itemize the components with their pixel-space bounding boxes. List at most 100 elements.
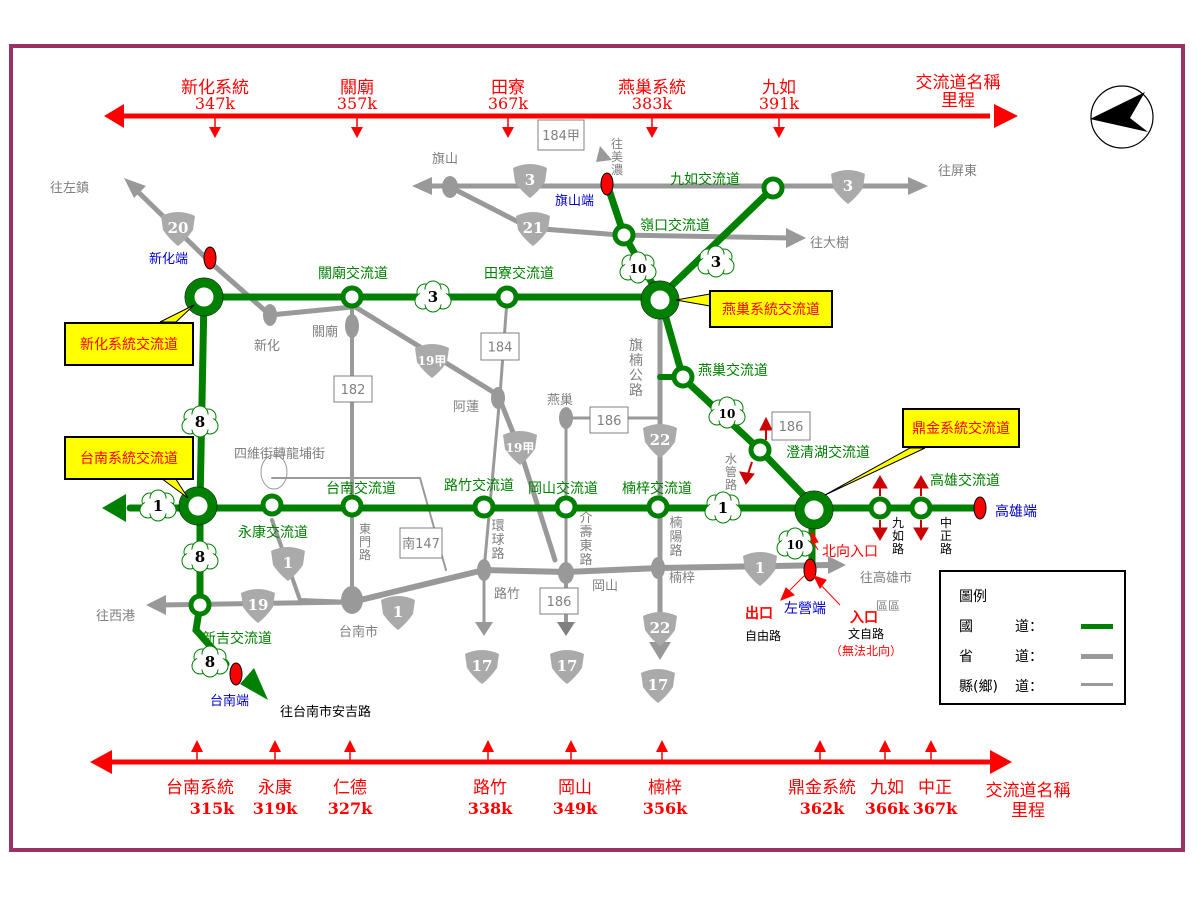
label-gangshan: 岡山 xyxy=(592,579,618,594)
svg-text:介: 介 xyxy=(579,511,592,526)
interchange-jiuru[interactable] xyxy=(868,496,892,520)
stop-name: 新化系統 xyxy=(181,78,249,98)
freeway-shield-icon: 1 xyxy=(139,489,177,522)
stop-name: 田寮 xyxy=(491,78,525,98)
arrow-up-icon xyxy=(482,740,494,752)
freeway-number: 10 xyxy=(787,538,804,552)
interchange-dingjin-system[interactable] xyxy=(795,491,833,529)
interchange-jiuru_3[interactable] xyxy=(761,176,785,200)
ramp-up-icon xyxy=(913,475,929,489)
legend-label: 省 xyxy=(959,649,973,665)
interchange-tianliao[interactable] xyxy=(495,285,519,309)
terminal-marker-qishan[interactable] xyxy=(600,172,614,196)
ramp-down-icon xyxy=(913,527,929,541)
freeway-number: 1 xyxy=(718,499,728,517)
freeway-shield-icon: 3 xyxy=(414,280,452,313)
interchange-tainan-system[interactable] xyxy=(179,487,217,525)
interchange-xinhua-system[interactable] xyxy=(185,278,223,316)
interchange-guanmiao[interactable] xyxy=(340,285,364,309)
svg-text:路: 路 xyxy=(491,546,504,562)
arrow-icon xyxy=(557,622,575,636)
siwei-junction-icon xyxy=(260,454,288,490)
interchange-yanchao-system[interactable] xyxy=(641,281,679,319)
label-tianliao: 田寮交流道 xyxy=(484,265,554,282)
provincial-number: 1 xyxy=(283,554,293,572)
interchange-gangshan[interactable] xyxy=(554,495,578,519)
svg-text:中: 中 xyxy=(940,515,952,530)
stop-km: 315k xyxy=(190,799,235,818)
map-frame xyxy=(9,44,1185,852)
interchange-gaoxiong[interactable] xyxy=(909,496,933,520)
terminal-marker-zuoying[interactable] xyxy=(803,558,817,582)
arrow-icon xyxy=(412,177,432,195)
label-entry-label: 入口 xyxy=(850,610,878,626)
svg-text:門: 門 xyxy=(359,535,371,549)
svg-text:往: 往 xyxy=(611,136,623,151)
freeway-number: 8 xyxy=(195,548,205,566)
label-to-dashu: 往大樹 xyxy=(810,236,849,251)
label-tainan: 台南端 xyxy=(210,693,249,709)
svg-text:東: 東 xyxy=(579,538,592,554)
provincial-shield-icon: 1 xyxy=(271,547,305,581)
interchange-chengqinghu[interactable] xyxy=(748,438,772,462)
stop-name: 永康 xyxy=(258,778,292,798)
interchange-xinji[interactable] xyxy=(188,593,212,617)
stop-km: 347k xyxy=(195,94,236,113)
interchange-yanchao[interactable] xyxy=(671,365,695,389)
arrow-south-icon xyxy=(240,668,268,700)
interchange-lingkou[interactable] xyxy=(612,223,636,247)
terminal-marker-xinhua[interactable] xyxy=(203,246,217,270)
arrow-icon xyxy=(649,642,671,660)
county-road-box: 南147 xyxy=(399,527,443,559)
label-yanchao: 燕巢交流道 xyxy=(698,362,768,379)
arrow-up-icon xyxy=(879,740,891,752)
county-road-number: 186 xyxy=(597,414,622,429)
county-road-number: 186 xyxy=(779,420,804,435)
county-road-box: 182 xyxy=(333,375,373,403)
terminal-markers xyxy=(203,172,987,686)
town-node-gangshan xyxy=(558,562,574,584)
stop-km: 367k xyxy=(913,799,958,818)
entry-arrow-icon xyxy=(813,575,827,589)
county-road-box: 184 xyxy=(480,332,520,361)
stop-name: 關廟 xyxy=(340,78,374,98)
interchange-luzhu[interactable] xyxy=(472,495,496,519)
stop-km: 391k xyxy=(759,94,800,113)
terminal-marker-tainan[interactable] xyxy=(229,662,243,686)
stop-km: 356k xyxy=(643,799,688,818)
provincial-shield-icon: 17 xyxy=(641,669,675,703)
legend: 圖例 國 道： 省 道： 縣(鄉) 道： xyxy=(939,570,1126,705)
top-mileage-bar xyxy=(104,104,1018,128)
stop-km: 327k xyxy=(328,799,373,818)
ramp-arrows xyxy=(739,416,929,541)
freeway-number: 8 xyxy=(195,413,205,431)
interchange-nanzi[interactable] xyxy=(646,495,670,519)
svg-text:路: 路 xyxy=(629,383,643,399)
arrow-down-icon xyxy=(773,127,785,138)
label-zuoying: 左營端 xyxy=(784,601,826,617)
provincial-number: 22 xyxy=(650,619,671,637)
label-tainan-city: 台南市 xyxy=(339,624,378,640)
freeway-number: 10 xyxy=(719,407,736,421)
freeway-number: 1 xyxy=(153,497,163,515)
svg-text:九: 九 xyxy=(892,516,904,530)
callout-pointer-yanchao xyxy=(675,293,711,307)
terminal-marker-gaoxiong[interactable] xyxy=(973,496,987,520)
interchange-yongkang[interactable] xyxy=(260,493,284,517)
interchange-tainan[interactable] xyxy=(340,494,364,518)
town-node-xinhua xyxy=(263,304,277,326)
label-north-entry: 北向入口 xyxy=(822,544,878,560)
label-dongmen-road: 東門路 xyxy=(359,522,371,562)
interchange-circles xyxy=(178,176,933,617)
provincial-number: 17 xyxy=(557,657,578,675)
stop-name: 路竹 xyxy=(473,778,507,798)
label-nanzi: 楠梓交流道 xyxy=(622,480,692,497)
stop-km: 367k xyxy=(488,94,529,113)
svg-text:楠: 楠 xyxy=(629,353,643,369)
provincial-shield-icon: 17 xyxy=(550,650,584,684)
label-exit-label: 出口 xyxy=(745,605,773,622)
label-to-meinong: 往美濃 xyxy=(611,136,623,177)
provincial-shield-icon: 20 xyxy=(161,212,195,246)
